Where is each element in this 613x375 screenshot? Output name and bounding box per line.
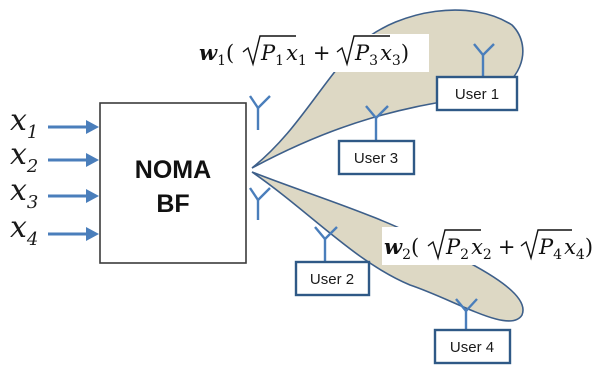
user4-label: User 4 — [450, 339, 494, 356]
beam1-formula: w1( P1x1+ P3x3) — [199, 35, 409, 69]
sqrt-sign-1a-icon — [242, 35, 296, 67]
svg-text:P3x3): P3x3) — [354, 41, 409, 69]
user3-label: User 3 — [354, 150, 398, 167]
user2-box — [294, 260, 371, 297]
noma-bf-block — [99, 102, 247, 264]
input-label-3: x3 — [10, 173, 38, 213]
block-label-line2: BF — [156, 190, 189, 218]
sqrt-sign-1b-icon — [336, 35, 390, 67]
svg-text:P2x2+: P2x2+ — [445, 235, 515, 263]
svg-text:w2(: w2( — [384, 234, 419, 263]
input-arrow-3 — [48, 189, 99, 203]
svg-text:P1x1+: P1x1+ — [260, 41, 330, 69]
block-label-line1: NOMA — [135, 156, 211, 184]
sqrt-sign-2a-icon — [427, 229, 481, 261]
user2-antenna-icon — [314, 226, 338, 262]
beam-upper — [251, 9, 524, 169]
input-arrow-1 — [48, 120, 99, 134]
user1-label: User 1 — [455, 86, 499, 103]
user4-antenna-icon — [455, 298, 478, 330]
input-label-1: x1 — [10, 103, 38, 143]
sqrt-sign-2b-icon — [520, 229, 572, 261]
user4-box — [433, 328, 512, 365]
user1-box — [435, 75, 519, 112]
input-label-4: x4 — [10, 210, 38, 250]
input-label-2: x2 — [10, 137, 38, 177]
user1-antenna-icon — [473, 43, 495, 78]
user3-box — [337, 139, 416, 176]
beam2-formula: w2( P2x2+ P4x4) — [384, 229, 593, 263]
bs-antenna-upper-icon — [249, 95, 271, 130]
svg-text:P4x4): P4x4) — [538, 235, 593, 263]
formula1-bg — [197, 34, 429, 72]
input-arrow-2 — [48, 153, 99, 167]
user2-label: User 2 — [310, 271, 354, 288]
svg-text:w1(: w1( — [199, 40, 234, 69]
formula2-bg — [382, 227, 608, 265]
user3-antenna-icon — [365, 105, 389, 142]
bs-antenna-lower-icon — [249, 187, 271, 220]
input-arrow-4 — [48, 227, 99, 241]
